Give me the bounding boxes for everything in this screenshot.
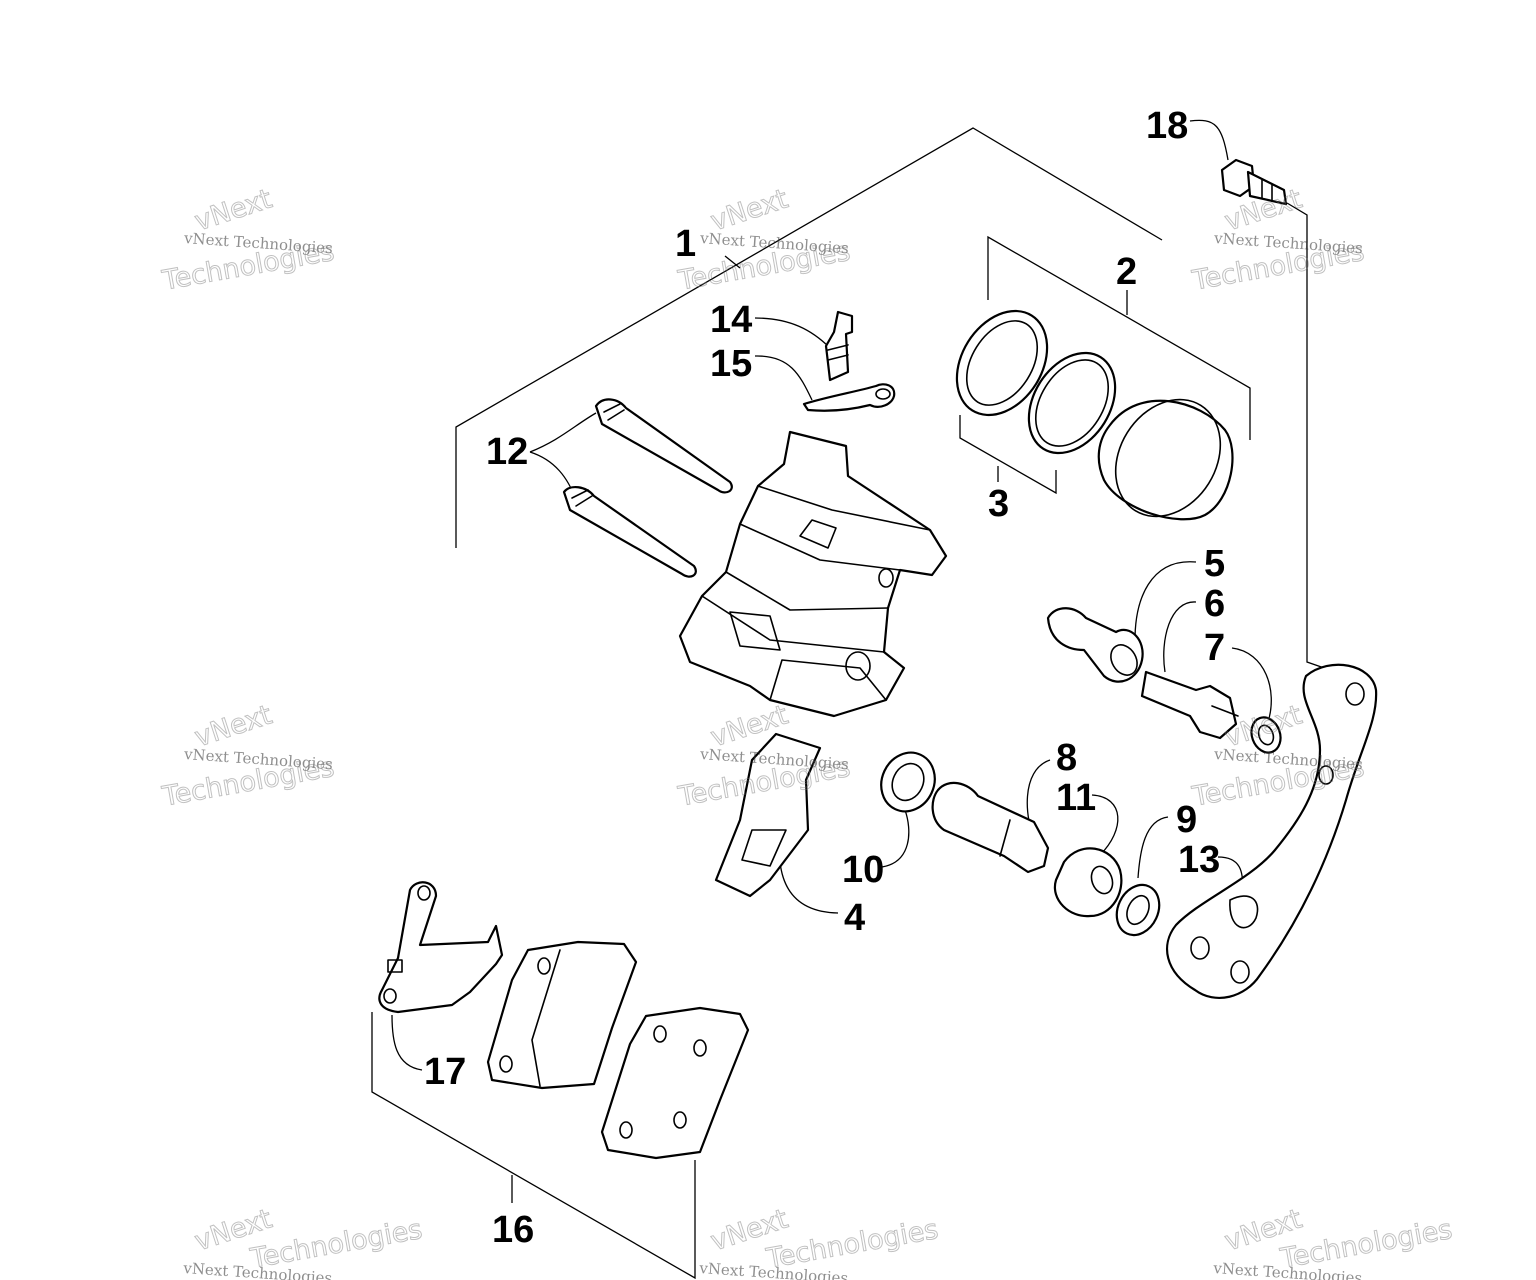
watermark-line-3: Technologies [763,1214,940,1275]
callout-1: 1 [675,223,696,265]
slide-sleeve [1046,607,1144,683]
bleeder-screw [824,310,854,382]
pin-boot [880,751,936,813]
watermark-line-3: Technologies [1277,1214,1454,1275]
callout-4: 4 [844,897,865,939]
slide-pin [931,781,1050,874]
bleeder-cap [802,383,896,412]
pin-bolt [1140,670,1239,740]
callout-12: 12 [486,431,528,473]
callout-18: 18 [1146,105,1188,147]
watermark: vNext vNext Technologies Technologies [675,699,853,813]
callout-15: 15 [710,343,752,385]
watermark-line-3: Technologies [247,1214,424,1275]
watermark: vNext vNext Technologies Technologies [159,183,337,297]
piston [1097,398,1234,521]
callout-2: 2 [1116,251,1137,293]
watermark: vNext vNext Technologies Technologies [182,1203,425,1280]
slide-pins [562,398,733,578]
piston-seals [955,309,1117,455]
watermark: vNext vNext Technologies Technologies [698,1203,941,1280]
callout-9: 9 [1176,799,1197,841]
leader-lines [371,119,1331,1280]
watermark-line-1: vNext [191,184,276,238]
flange-bolt [1220,158,1288,206]
dust-boot [1053,847,1123,918]
pad-shim [378,881,504,1014]
seal-washer [1115,883,1161,937]
mounting-bracket [1166,663,1378,999]
callout-3: 3 [988,483,1009,525]
watermark: vNext vNext Technologies Technologies [1212,1203,1455,1280]
callout-14: 14 [710,299,752,341]
callout-8: 8 [1056,737,1077,779]
callout-17: 17 [424,1051,466,1093]
callout-labels: 1 2 3 4 5 6 7 8 9 10 11 12 13 14 15 16 1… [424,105,1225,1251]
callout-10: 10 [842,849,884,891]
callout-16: 16 [492,1209,534,1251]
callout-13: 13 [1178,839,1220,881]
pad-spring-clip [714,732,822,898]
washer [1250,716,1282,754]
brake-pads [486,940,750,1160]
callout-7: 7 [1204,627,1225,669]
watermark-line-1: vNext [191,700,276,754]
watermarks: vNext vNext Technologies Technologies vN… [159,183,1455,1280]
callout-6: 6 [1204,583,1225,625]
watermark: vNext vNext Technologies Technologies [159,699,337,813]
watermark: vNext vNext Technologies Technologies [675,183,853,297]
callout-11: 11 [1056,777,1096,819]
watermark-line-1: vNext [707,184,792,238]
watermark: vNext vNext Technologies Technologies [1189,183,1367,297]
caliper-body [678,430,948,718]
callout-5: 5 [1204,543,1225,585]
